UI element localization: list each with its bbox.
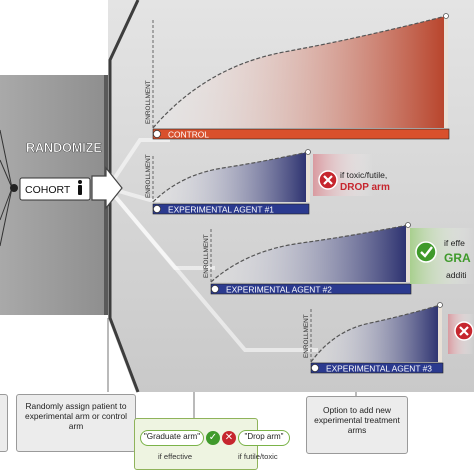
- add-arms-note: Option to add new experimental treatment…: [306, 396, 408, 454]
- randomize-label: RANDOMIZE: [26, 141, 102, 155]
- drop-note-line2: DROP arm: [340, 182, 390, 193]
- arm-1: ENROLLMENT CONTROL: [145, 13, 450, 140]
- graduate-note-line1: if effe: [444, 238, 465, 248]
- enrollment-curve-1: [152, 15, 447, 129]
- arm-start-node-4: [311, 364, 319, 372]
- entry-node: [10, 184, 18, 192]
- enrollment-curve-2: [152, 151, 309, 203]
- randomize-arrow[interactable]: [91, 166, 123, 210]
- arm-4: ENROLLMENT EXPERIMENTAL AGENT #3: [303, 302, 444, 374]
- arm-2: ENROLLMENT EXPERIMENTAL AGENT #1: [145, 149, 311, 215]
- enrollment-area-4: [311, 305, 440, 362]
- enrollment-area-3: [211, 225, 408, 282]
- randomize-assign-note: Randomly assign patient to experimental …: [16, 394, 136, 452]
- arm-3: ENROLLMENT EXPERIMENTAL AGENT #2: [203, 222, 412, 295]
- drop-arm-indicator: if toxic/futile, DROP arm: [313, 154, 390, 196]
- if-effective-label: if effective: [158, 452, 193, 461]
- cohort-box[interactable]: [19, 177, 91, 201]
- arm-charts: ENROLLMENT CONTROL ENROLLMENT EXPERIMENTAL …: [145, 13, 450, 374]
- arm-label-bar-3: [210, 283, 412, 295]
- arm-label-2: EXPERIMENTAL AGENT #1: [168, 204, 274, 214]
- arm-start-node-2: [153, 205, 161, 213]
- enrollment-endpoint-3: [405, 222, 411, 228]
- enrollment-curve-3: [210, 224, 409, 283]
- enrollment-endpoint-1: [443, 13, 449, 19]
- graduate-arm-indicator: if effe GRA additi: [410, 228, 474, 284]
- callout-connectors: [107, 318, 357, 420]
- graduate-check-icon: [415, 241, 437, 263]
- drop-note-line1: if toxic/futile,: [340, 170, 387, 180]
- arm-label-bar-2: [152, 203, 310, 215]
- arm-label-bar-4: [310, 362, 444, 374]
- graduate-arm-pill[interactable]: "Graduate arm": [140, 430, 204, 446]
- left-partial-note: [0, 394, 8, 452]
- drop-arm-pill[interactable]: "Drop arm": [238, 430, 290, 446]
- enrollment-axis-label-4: ENROLLMENT: [303, 314, 310, 358]
- arm-start-node-3: [211, 285, 219, 293]
- enrollment-curve-4: [310, 304, 441, 363]
- enrollment-endpoint-2: [305, 149, 311, 155]
- graduate-note-line2: GRA: [444, 251, 471, 265]
- graduate-note-line3: additi: [446, 270, 467, 280]
- patient-icon: [78, 180, 82, 195]
- cohort-label: COHORT: [25, 184, 71, 196]
- drop-x-icon-small: ✕: [222, 431, 236, 445]
- enrollment-endpoint-4: [437, 302, 443, 308]
- arm-label-1: CONTROL: [168, 129, 209, 139]
- patient-entry-lines: [0, 129, 13, 247]
- arm-label-3: EXPERIMENTAL AGENT #2: [226, 284, 332, 294]
- enrollment-axis-label-2: ENROLLMENT: [145, 154, 152, 198]
- enrollment-axis-label-3: ENROLLMENT: [203, 234, 210, 278]
- arm-label-bar-1: [152, 128, 450, 140]
- graduate-check-icon-small: ✓: [206, 431, 220, 445]
- if-futile-label: if futile/toxic: [238, 452, 278, 461]
- arm-start-node-1: [153, 130, 161, 138]
- enrollment-area-2: [153, 152, 308, 202]
- arm-label-4: EXPERIMENTAL AGENT #3: [326, 363, 432, 373]
- enrollment-area-1: [153, 16, 446, 128]
- drop-arm-indicator-3: [448, 314, 474, 354]
- enrollment-axis-label-1: ENROLLMENT: [145, 80, 152, 124]
